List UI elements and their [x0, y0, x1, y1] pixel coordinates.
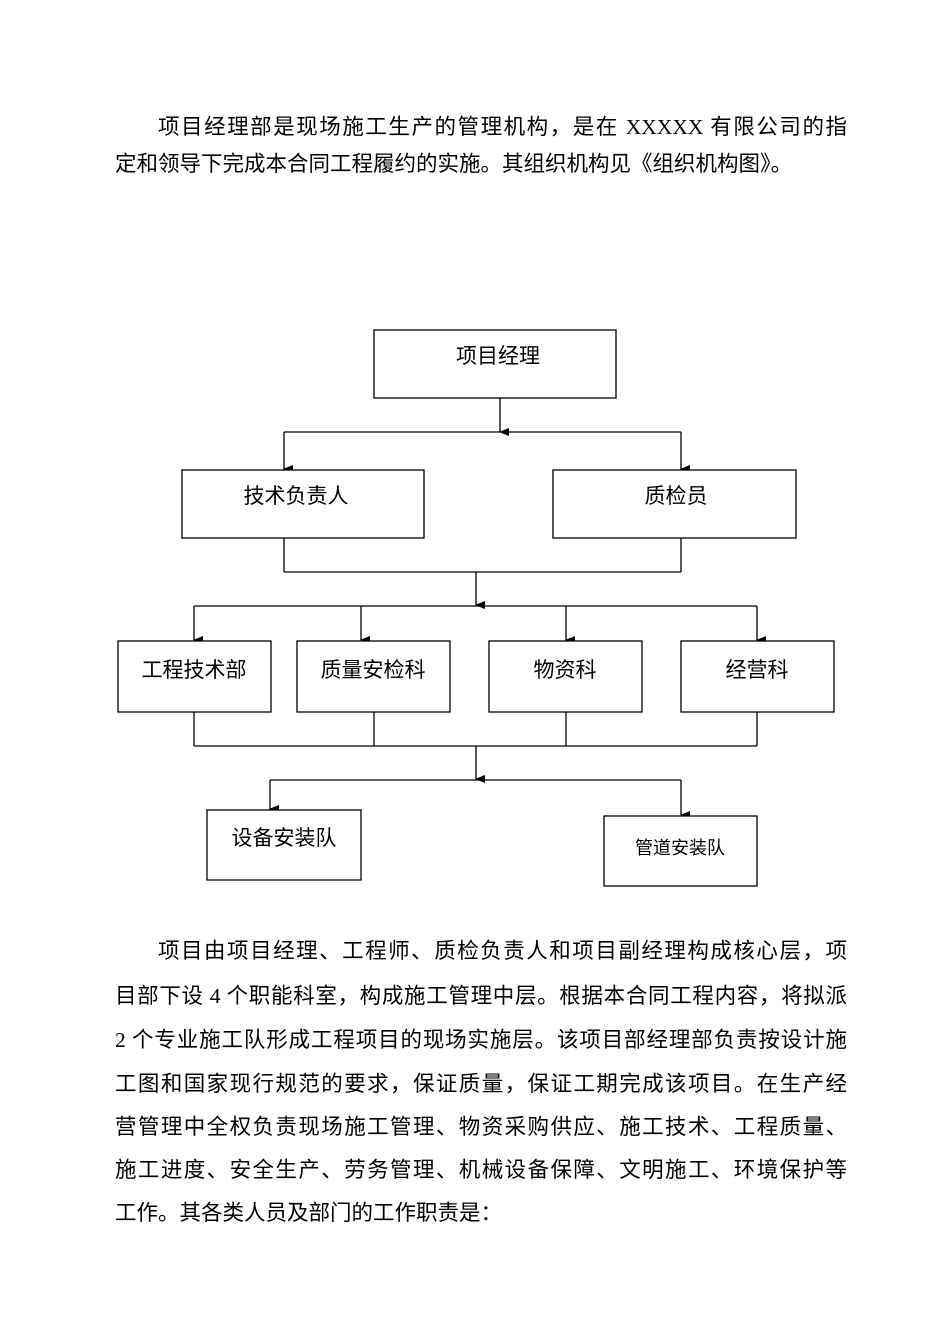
body-line: 工图和国家现行规范的要求，保证质量，保证工期完成该项目。在生产经: [115, 1072, 847, 1096]
label-pipeline-team: 管道安装队: [635, 838, 725, 858]
intro-line: 定和领导下完成本合同工程履约的实施。其组织机构见《组织机构图》。: [115, 152, 793, 176]
label-engineering-dept: 工程技术部: [142, 658, 247, 682]
box-pipeline-team: [603, 815, 758, 887]
label-materials-dept: 物资科: [534, 658, 597, 682]
label-quality-safety-dept: 质量安检科: [321, 658, 426, 682]
box-project-manager: [373, 329, 617, 399]
label-technical-lead: 技术负责人: [244, 484, 349, 508]
connector-lines: [193, 398, 766, 819]
label-equipment-team: 设备安装队: [232, 826, 337, 850]
intro-line: 项目经理部是现场施工生产的管理机构，是在 XXXXX 有限公司的指: [158, 115, 847, 139]
box-quality-inspector: [552, 469, 797, 539]
label-project-manager: 项目经理: [456, 344, 540, 368]
box-equipment-team: [206, 809, 362, 881]
box-technical-lead: [181, 469, 425, 539]
body-line: 项目由项目经理、工程师、质检负责人和项目副经理构成核心层，项: [158, 939, 847, 963]
box-engineering-dept: [117, 640, 272, 713]
box-materials-dept: [488, 640, 643, 713]
body-line: 目部下设 4 个职能科室，构成施工管理中层。根据本合同工程内容，将拟派: [115, 984, 847, 1008]
body-line: 营管理中全权负责现场施工管理、物资采购供应、施工技术、工程质量、: [115, 1115, 847, 1139]
body-line: 2 个专业施工队形成工程项目的现场实施层。该项目部经理部负责按设计施: [115, 1028, 847, 1052]
box-business-dept: [680, 640, 835, 713]
body-line: 工作。其各类人员及部门的工作职责是：: [115, 1201, 503, 1225]
label-business-dept: 经营科: [726, 658, 789, 682]
body-line: 施工进度、安全生产、劳务管理、机械设备保障、文明施工、环境保护等: [115, 1158, 847, 1182]
label-quality-inspector: 质检员: [645, 484, 708, 508]
box-quality-safety-dept: [296, 640, 451, 713]
